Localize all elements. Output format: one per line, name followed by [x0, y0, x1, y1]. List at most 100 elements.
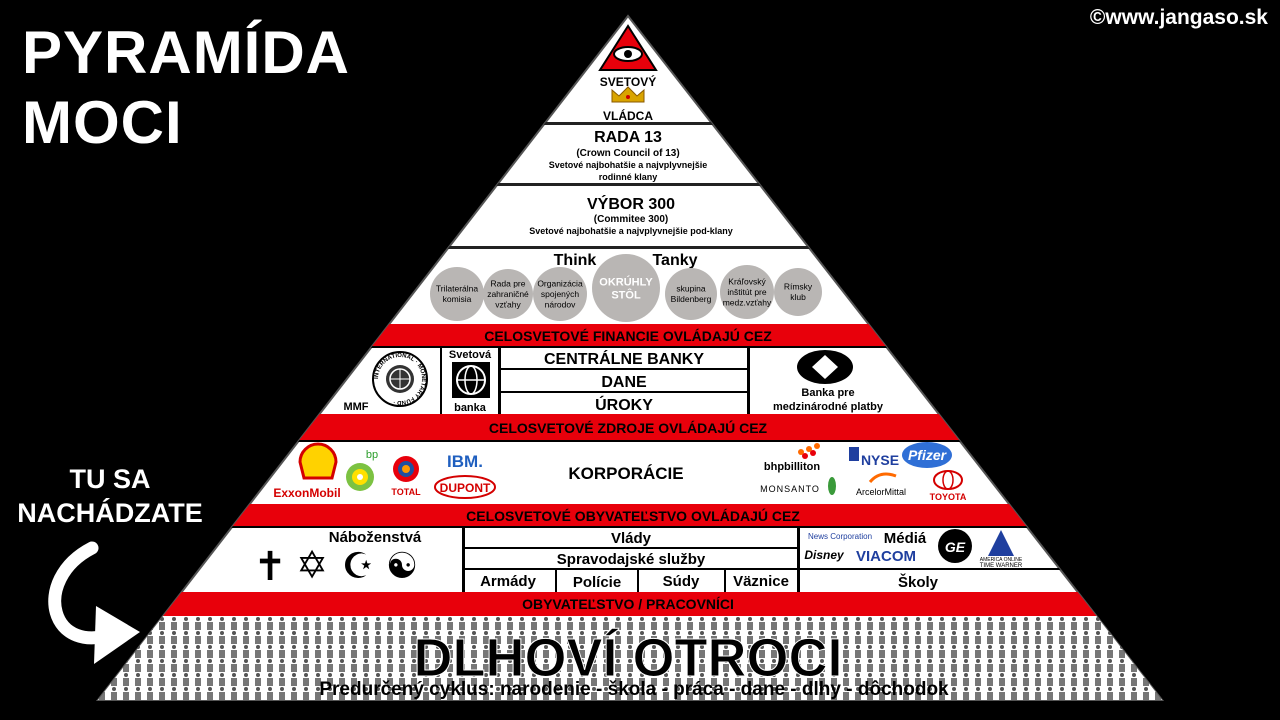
- you-are-here-line-1: TU SA: [69, 464, 151, 494]
- monsanto-leaf-icon: [828, 477, 836, 495]
- think-tank-circle: [430, 267, 484, 321]
- toyota-logo-icon: [933, 470, 963, 490]
- council13-desc-2: rodinné klany: [599, 172, 658, 182]
- page-title: PYRAMÍDA MOCI: [22, 18, 350, 158]
- think-tank-label: Trilaterálna: [436, 284, 478, 294]
- logo-aol: AMERICA ONLINE: [980, 557, 1023, 563]
- row-courts: Súdy: [663, 573, 700, 590]
- band-population-text: CELOSVETOVÉ OBYVATEĽSTVO OVLÁDAJÚ CEZ: [466, 507, 800, 524]
- row-prisons: Väznice: [733, 573, 789, 590]
- title-line-2: MOCI: [22, 89, 183, 156]
- ge-logo-icon: [938, 529, 972, 563]
- logo-ge: GE: [945, 539, 966, 555]
- schools-label: Školy: [898, 573, 939, 591]
- think-tanks-label-right: Tanky: [652, 252, 697, 269]
- corporations-label: KORPORÁCIE: [568, 464, 683, 483]
- logo-dupont: DUPONT: [440, 481, 491, 495]
- row-intelligence: Spravodajské služby: [557, 551, 706, 568]
- logo-monsanto: MONSANTO: [760, 484, 820, 494]
- row-police: Polície: [573, 574, 621, 591]
- media-label: Médiá: [884, 530, 927, 547]
- logo-time-warner: TIME WARNER: [980, 563, 1023, 569]
- crown-icon: [611, 86, 645, 103]
- think-tank-label: Rímsky: [784, 282, 813, 292]
- think-tank-label: komisia: [443, 294, 472, 304]
- think-tanks-label-left: Think: [554, 252, 597, 269]
- think-tank-circle: [483, 269, 533, 319]
- logo-pfizer: Pfizer: [908, 447, 948, 463]
- cross-icon: ✝: [253, 545, 287, 589]
- world-bank-globe-icon: [452, 362, 490, 398]
- bis-logo-icon: [797, 350, 853, 384]
- think-tank-label: medz.vzťahy: [723, 297, 772, 307]
- bp-logo-icon: [346, 463, 374, 491]
- think-tank-label: Rada pre: [491, 278, 526, 288]
- curved-arrow-icon: [48, 541, 140, 664]
- eye-triangle-icon: [598, 24, 658, 71]
- band-population: [98, 504, 1162, 526]
- think-tank-circle: [592, 254, 660, 322]
- shell-logo-icon: [298, 442, 338, 480]
- council13-title: RADA 13: [594, 129, 662, 146]
- star-of-david-icon: ✡: [296, 545, 328, 587]
- think-tank-label: Kráľovský: [728, 276, 766, 286]
- logo-arcelormittal: ArcelorMittal: [856, 487, 906, 497]
- band-workers: [98, 592, 1162, 616]
- committee300-desc: Svetové najbohatšie a najvplyvnejšie pod…: [529, 226, 733, 236]
- copyright-text: ©www.jangaso.sk: [1089, 6, 1268, 29]
- logo-bp: bp: [366, 449, 378, 461]
- imf-label: MMF: [343, 401, 368, 413]
- you-are-here-line-2: NACHÁDZATE: [17, 498, 203, 528]
- religions-label: Náboženstvá: [329, 529, 422, 546]
- band-workers-text: OBYVATEĽSTVO / PRACOVNÍCI: [522, 596, 734, 612]
- you-are-here-label: TU SA NACHÁDZATE: [10, 462, 210, 530]
- logo-ibm: IBM.: [447, 452, 483, 471]
- bis-label-2: medzinárodné platby: [773, 401, 884, 413]
- imf-seal-icon: INTERNATIONAL · MONETARY FUND ·: [372, 351, 428, 407]
- think-tank-circle: [665, 268, 717, 320]
- think-tank-circle: [533, 267, 587, 321]
- think-tank-circle: [774, 268, 822, 316]
- base-title: DLHOVÍ OTROCI: [414, 628, 843, 688]
- finance-row-central-banks: CENTRÁLNE BANKY: [544, 349, 704, 368]
- dupont-oval-icon: [434, 475, 496, 499]
- think-tank-label: spojených: [541, 289, 580, 299]
- think-tank-label: OKRÚHLY: [599, 275, 653, 288]
- logo-exxonmobil: ExxonMobil: [273, 486, 340, 500]
- title-line-1: PYRAMÍDA: [22, 19, 351, 86]
- logo-toyota: TOYOTA: [930, 492, 967, 502]
- think-tank-label: národov: [545, 299, 576, 309]
- apex-line-2: VLÁDCA: [603, 108, 653, 123]
- base-cycle-text: Predurčený cyklus: narodenie - škola - p…: [319, 679, 949, 700]
- logo-disney: Disney: [804, 548, 845, 562]
- committee300-title: VÝBOR 300: [587, 194, 675, 213]
- crowd-pattern: [98, 616, 1162, 700]
- logo-news-corporation: News Corporation: [808, 532, 872, 541]
- pfizer-oval-icon: [902, 442, 952, 468]
- think-tank-label: vzťahy: [495, 299, 521, 309]
- crescent-icon: ☪: [342, 545, 374, 586]
- committee300-subtitle: (Commitee 300): [594, 214, 668, 225]
- think-tank-label: STÔL: [611, 288, 641, 301]
- logo-nyse: NYSE: [861, 452, 899, 468]
- think-tank-label: Organizácia: [537, 278, 583, 288]
- apex-line-1: SVETOVÝ: [600, 74, 656, 89]
- think-tank-circle: [720, 265, 774, 319]
- think-tank-label: skupina: [676, 284, 706, 294]
- think-tank-label: Bildenberg: [671, 294, 712, 304]
- row-governments: Vlády: [611, 530, 652, 547]
- think-tank-label: klub: [790, 292, 806, 302]
- world-bank-top: Svetová: [449, 349, 492, 361]
- logo-bhpbilliton: bhpbilliton: [764, 461, 820, 473]
- total-logo-icon: [393, 456, 419, 482]
- aol-triangle-icon: [988, 530, 1014, 556]
- finance-row-taxes: DANE: [601, 374, 647, 391]
